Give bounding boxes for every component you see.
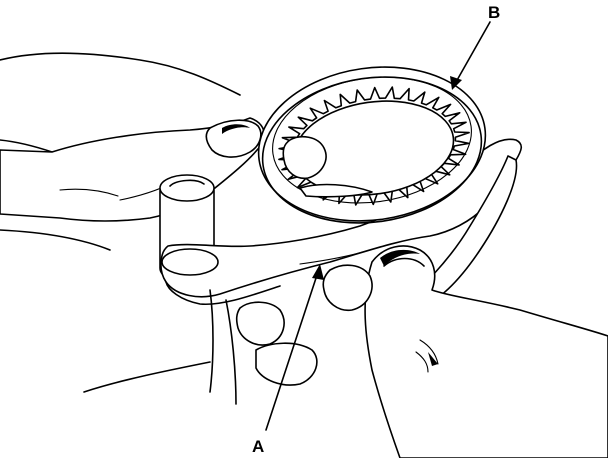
callout-b: B [450, 3, 500, 90]
callout-a-label: A [252, 437, 264, 456]
left-hand [0, 52, 266, 251]
tool-a-plate [160, 138, 523, 311]
gear-ring-b [257, 66, 487, 224]
callout-b-label: B [488, 3, 500, 22]
right-hand [83, 135, 608, 458]
callout-a: A [252, 264, 324, 456]
